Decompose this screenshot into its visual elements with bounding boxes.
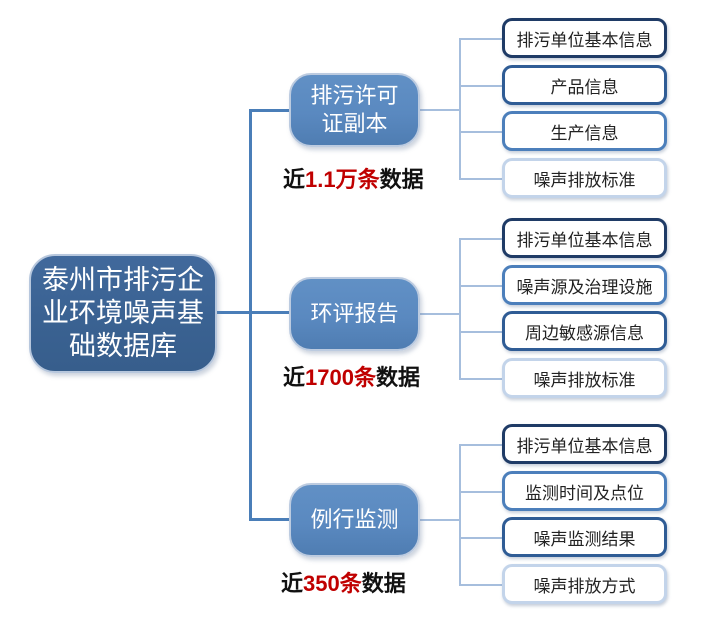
connector-branch-3 — [249, 518, 290, 521]
connector-stub — [459, 85, 502, 87]
root-node-label-line: 泰州市排污企 — [42, 265, 204, 295]
leaf-node: 噪声排放标准 — [502, 358, 667, 398]
branch-node-eia-report: 环评报告 — [289, 277, 420, 351]
leaf-node: 周边敏感源信息 — [502, 311, 667, 351]
branch-node-label-line: 排污许可 — [310, 83, 399, 108]
root-node-label-line: 础数据库 — [69, 331, 177, 361]
connector-branch-1 — [249, 109, 290, 112]
count-highlight: 350条 — [303, 571, 362, 596]
leaf-node: 噪声排放标准 — [502, 158, 667, 198]
connector-branch2-out — [420, 313, 460, 315]
connector-stub — [459, 537, 502, 539]
connector-stub — [459, 238, 502, 240]
connector-trunk-vertical — [249, 109, 252, 521]
connector-root-horizontal — [216, 311, 252, 314]
connector-rail-1 — [459, 38, 461, 180]
leaf-node: 监测时间及点位 — [502, 471, 667, 511]
leaf-node: 排污单位基本信息 — [502, 218, 667, 258]
connector-stub — [459, 178, 502, 180]
data-count-label: 近1700条数据 — [283, 365, 420, 390]
connector-branch-2 — [249, 311, 290, 314]
data-count-label: 近350条数据 — [281, 571, 406, 596]
connector-stub — [459, 285, 502, 287]
connector-stub — [459, 378, 502, 380]
connector-stub — [459, 131, 502, 133]
connector-stub — [459, 444, 502, 446]
count-highlight: 1700条 — [305, 365, 376, 390]
root-node-database: 泰州市排污企 业环境噪声基 础数据库 — [29, 254, 217, 373]
leaf-node: 噪声源及治理设施 — [502, 265, 667, 305]
leaf-node: 生产信息 — [502, 111, 667, 151]
leaf-node: 排污单位基本信息 — [502, 424, 667, 464]
connector-stub — [459, 38, 502, 40]
data-count-label: 近1.1万条数据 — [283, 167, 424, 192]
branch-node-permit-copy: 排污许可 证副本 — [289, 73, 420, 147]
root-node-label-line: 业环境噪声基 — [42, 298, 204, 328]
connector-stub — [459, 491, 502, 493]
connector-stub — [459, 584, 502, 586]
connector-branch1-out — [420, 109, 460, 111]
branch-node-routine-monitoring: 例行监测 — [289, 483, 420, 557]
branch-node-label-line: 证副本 — [321, 111, 388, 136]
leaf-node: 排污单位基本信息 — [502, 18, 667, 58]
connector-rail-3 — [459, 444, 461, 586]
leaf-node: 噪声排放方式 — [502, 564, 667, 604]
connector-stub — [459, 331, 502, 333]
connector-branch3-out — [420, 519, 460, 521]
connector-rail-2 — [459, 238, 461, 380]
leaf-node: 产品信息 — [502, 65, 667, 105]
branch-node-label-line: 环评报告 — [310, 301, 399, 326]
branch-node-label-line: 例行监测 — [310, 507, 399, 532]
count-highlight: 1.1万条 — [305, 167, 380, 192]
leaf-node: 噪声监测结果 — [502, 517, 667, 557]
